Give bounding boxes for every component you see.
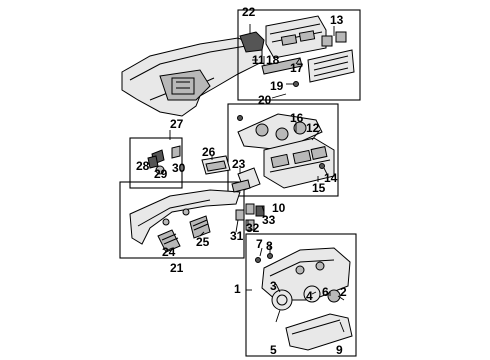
part-26-unit: [201, 155, 231, 175]
callout-16: 16: [290, 111, 304, 125]
callout-5: 5: [270, 343, 277, 357]
callout-17: 17: [290, 61, 304, 75]
callout-23: 23: [232, 157, 246, 171]
climate-control-box: [227, 103, 339, 197]
callout-2: 2: [340, 285, 347, 299]
callout-27: 27: [170, 117, 184, 131]
callout-18: 18: [266, 53, 280, 67]
callout-labels: 1 2 3 4 5 6 7 8 9 10 11 12 13 14 15 16 1…: [136, 5, 347, 357]
radio-unit: [265, 15, 327, 59]
callout-4: 4: [306, 289, 313, 303]
switch-group-box: [129, 137, 183, 189]
callout-22: 22: [242, 5, 256, 19]
callout-30: 30: [172, 161, 186, 175]
callout-8: 8: [266, 239, 273, 253]
switch-group-lower: [235, 203, 265, 231]
callout-14: 14: [324, 171, 338, 185]
callout-7: 7: [256, 237, 263, 251]
callout-25: 25: [196, 235, 210, 249]
lower-dash-panel: [129, 189, 241, 245]
callout-13: 13: [330, 13, 344, 27]
radio-bracket: [261, 57, 303, 87]
callout-6: 6: [322, 285, 329, 299]
callout-11: 11: [252, 53, 265, 67]
callout-31: 31: [230, 229, 244, 243]
air-vent-left: [157, 229, 181, 253]
callout-32: 32: [246, 221, 260, 235]
radio-faceplate: [307, 31, 355, 83]
air-vent-right: [189, 215, 211, 239]
cluster-lens: [285, 313, 353, 351]
callout-26: 26: [202, 145, 216, 159]
cluster-housing: [261, 247, 351, 301]
dashboard-assembly: [121, 31, 265, 117]
callout-3: 3: [270, 279, 277, 293]
callout-1: 1: [234, 282, 241, 296]
callout-20: 20: [258, 93, 272, 107]
radio-group-box: [237, 9, 361, 101]
callout-9: 9: [336, 343, 343, 357]
callout-21: 21: [170, 261, 184, 275]
callout-28: 28: [136, 159, 150, 173]
callout-24: 24: [162, 245, 176, 259]
callout-10: 10: [272, 201, 286, 215]
switch-parts: [147, 145, 181, 175]
callout-33: 33: [262, 213, 276, 227]
instrument-cluster-box: [245, 233, 357, 357]
part-23-unit: [231, 167, 261, 193]
leader-lines: [167, 24, 345, 333]
callout-29: 29: [154, 167, 168, 181]
callout-12: 12: [306, 121, 320, 135]
callout-19: 19: [270, 79, 284, 93]
callout-15: 15: [312, 181, 326, 195]
climate-control-panel: [263, 137, 335, 189]
